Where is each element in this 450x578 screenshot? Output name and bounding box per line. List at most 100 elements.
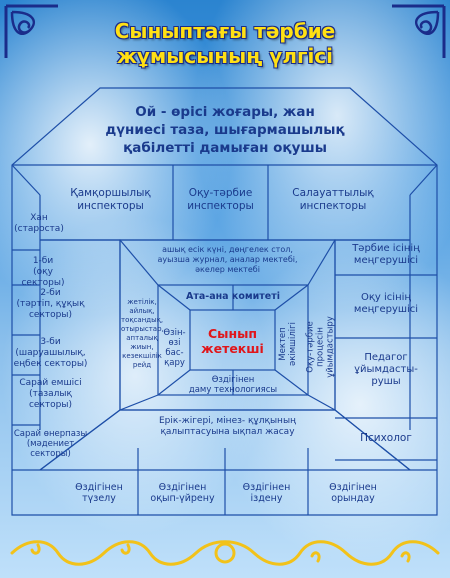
inspector-guardianship: Қамқоршылық инспекторы — [48, 187, 173, 212]
open-door-line-1: ашық есік күні, дөңгелек стол, — [162, 245, 293, 254]
b2-line-1: Өздігінен — [158, 482, 207, 493]
saray-emshi-box: Сарай емшісі (тазалық секторы) — [13, 378, 88, 410]
school-administration: Мектеп әкімшілігі — [278, 314, 298, 374]
inspector-guardianship-line-1: Қамқоршылық — [70, 187, 151, 199]
bi3-line-1: 3-би — [40, 337, 61, 347]
bi2-box: 2-би (тәртіп, құқық секторы) — [13, 288, 88, 320]
tarbie-head-line-2: меңгерушісі — [353, 255, 419, 266]
self-gov-line-3: бас- — [165, 348, 184, 358]
bi2-line-3: секторы) — [28, 309, 72, 320]
activities-line-6: жиын, — [130, 343, 154, 351]
pedagog-line-3: рушы — [371, 376, 401, 387]
activities-line-7: кезекшілік — [122, 352, 162, 360]
saray-oner-line-2: (мәдениет — [26, 439, 75, 450]
open-door-events: ашық есік күні, дөңгелек стол, ауызша жу… — [125, 245, 330, 275]
self-gov-line-1: Өзін- — [163, 328, 186, 338]
parents-committee: Ата-ана комитеті — [185, 291, 280, 302]
khan-line-1: Хан — [30, 213, 48, 223]
inspector-education: Оқу-тәрбие инспекторы — [173, 187, 268, 212]
willpower-line-1: Ерік-жігері, мінез- құлқының — [159, 416, 296, 426]
oku-head-box: Оқу ісінің меңгерушісі — [337, 292, 435, 316]
school-admin-line-1: Мектеп — [278, 327, 288, 361]
willpower-band — [39, 409, 411, 471]
b2-line-2: оқып-үйрену — [150, 493, 215, 505]
saray-emshi-line-2: (тазалық — [29, 388, 72, 399]
corner-ornament-top-right — [390, 4, 446, 60]
process-line-1: Оқу-тәрбие — [305, 321, 316, 373]
tech-line-1: Өздігінен — [211, 375, 255, 385]
saray-oner-line-3: секторы) — [30, 449, 71, 460]
diag-tl-outer — [11, 164, 41, 196]
b1-line-1: Өздігінен — [75, 482, 123, 493]
process-line-2: процесін — [315, 327, 326, 367]
tech-line-2: даму технологиясы — [188, 385, 278, 395]
bi1-box: 1-би (оқу секторы) — [13, 256, 73, 288]
bi3-line-3: еңбек секторы) — [13, 358, 88, 369]
b4-line-1: Өздігінен — [329, 482, 377, 493]
activities-line-8: рейд — [132, 361, 152, 369]
b1-line-2: түзелу — [82, 493, 116, 505]
activities-line-4: отырыстар, — [121, 325, 164, 333]
activities-list: жетілік, айлық, тоқсандық, отырыстар, ап… — [121, 298, 164, 370]
saray-oner-box: Сарай өнерпазы (мәдениет секторы) — [13, 429, 88, 460]
activities-line-2: айлық, — [129, 307, 155, 315]
goal-line-3: қабілетті дамыған оқушы — [123, 140, 327, 156]
corner-ornament-top-left — [4, 4, 60, 60]
poster-title-line-1: Сыныптағы тәрбие — [114, 19, 336, 43]
tarbie-head-box: Тәрбие ісінің меңгерушісі — [337, 243, 435, 267]
inspector-guardianship-line-2: инспекторы — [77, 199, 144, 212]
saray-oner-line-1: Сарай өнерпазы — [13, 429, 88, 439]
bi1-line-2: (оқу секторы) — [21, 266, 65, 288]
activities-line-3: тоқсандық, — [121, 316, 164, 324]
process-organization: Оқу-тәрбие процесін ұйымдастыру — [306, 300, 336, 395]
bottom-self-search: Өздігінен іздену — [225, 482, 308, 505]
willpower-text: Ерік-жігері, мінез- құлқының қалыптасуын… — [122, 416, 333, 438]
inspector-health-line-2: инспекторы — [299, 199, 367, 212]
self-government: Өзін- өзі бас- қару — [159, 328, 190, 368]
b4-line-2: орындау — [331, 493, 375, 505]
psychologist-box: Психолог — [360, 432, 412, 444]
goal-text: Ой - өрісі жоғары, жан дүниесі таза, шығ… — [100, 103, 350, 157]
bottom-self-correction: Өздігінен түзелу — [60, 482, 138, 505]
bi3-box: 3-би (шаруашылық, еңбек секторы) — [13, 337, 88, 369]
b3-line-2: іздену — [250, 493, 283, 505]
inspector-education-line-2: инспекторы — [187, 199, 254, 212]
class-teacher-line-1: Сынып — [207, 326, 258, 341]
bottom-self-execution: Өздігінен орындау — [308, 482, 398, 505]
khan-box: Хан (староста) — [14, 213, 64, 235]
poster-title-line-2: жұмысының үлгісі — [116, 44, 334, 68]
open-door-line-3: әкелер мектебі — [195, 265, 260, 274]
b3-line-1: Өздігінен — [242, 482, 291, 493]
process-line-3: ұйымдастыру — [325, 316, 336, 378]
oku-head-line-1: Оқу ісінің — [361, 292, 411, 303]
bi2-line-1: 2-би — [40, 288, 61, 298]
oku-head-line-2: меңгерушісі — [353, 304, 419, 315]
tarbie-head-line-1: Тәрбие ісінің — [352, 243, 420, 254]
pedagog-box: Педагог ұйымдасты- рушы — [337, 352, 435, 388]
self-gov-line-2: өзі — [168, 338, 181, 348]
bi1-line-1: 1-би — [32, 256, 54, 266]
activities-line-1: жетілік, — [127, 298, 157, 306]
diag-tr-outer — [409, 164, 438, 196]
pedagog-line-2: ұйымдасты- — [354, 364, 418, 375]
bottom-self-study: Өздігінен оқып-үйрену — [140, 482, 225, 505]
self-development-tech: Өздігінен даму технологиясы — [160, 375, 306, 395]
self-gov-line-4: қару — [164, 358, 185, 368]
open-door-line-2: ауызша журнал, аналар мектебі, — [157, 255, 298, 264]
class-teacher-line-2: жетекші — [201, 341, 264, 356]
bottom-ornament — [10, 540, 440, 566]
goal-line-2: дүниесі таза, шығармашылық — [105, 122, 345, 138]
willpower-line-2: қалыптасуына ықпал жасау — [160, 427, 295, 437]
inspector-health-line-1: Салауаттылық — [292, 187, 374, 199]
activities-line-5: апталық — [126, 334, 158, 342]
inspector-education-line-1: Оқу-тәрбие — [188, 187, 253, 199]
pedagog-line-1: Педагог — [364, 352, 408, 363]
school-admin-line-2: әкімшілігі — [288, 322, 298, 366]
class-teacher-core: Сынып жетекші — [190, 326, 275, 356]
bi3-line-2: (шаруашылық, — [15, 347, 86, 358]
bi2-line-2: (тәртіп, құқық — [16, 298, 85, 309]
saray-emshi-line-1: Сарай емшісі — [19, 378, 82, 388]
goal-line-1: Ой - өрісі жоғары, жан — [135, 104, 315, 120]
